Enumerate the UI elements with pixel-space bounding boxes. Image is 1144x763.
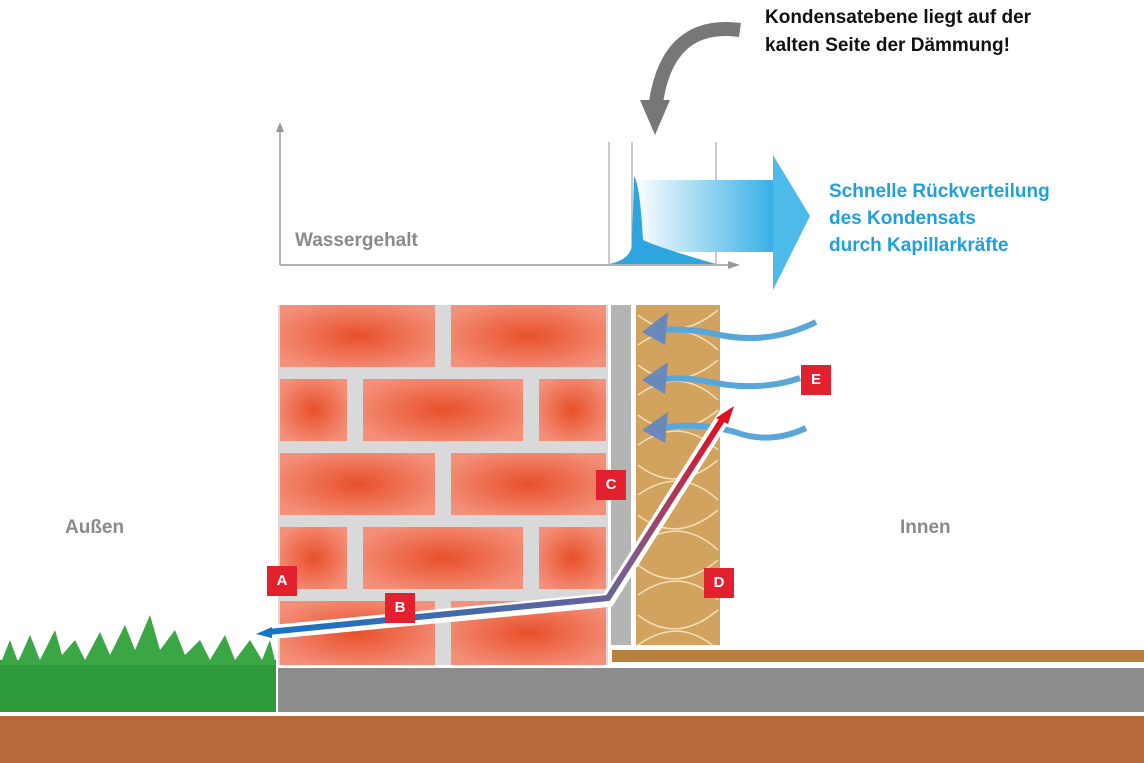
inside-label: Innen xyxy=(900,517,951,538)
vapour-arrows xyxy=(659,319,818,441)
water-content-curve xyxy=(609,176,716,264)
redistribution-line-3: durch Kapillarkräfte xyxy=(829,235,1009,256)
graph-y-label: Wassergehalt xyxy=(295,230,418,251)
redistribution-line-2: des Kondensats xyxy=(829,208,976,229)
curved-arrow-icon xyxy=(648,22,741,111)
condensation-plane-note: Kondensatebene liegt auf der kalten Seit… xyxy=(765,4,1031,60)
marker-c: C xyxy=(596,470,626,500)
redistribution-note: Schnelle Rückverteilung des Kondensats d… xyxy=(829,178,1050,259)
marker-e: E xyxy=(801,365,831,395)
note-line-1: Kondensatebene liegt auf der xyxy=(765,7,1032,28)
floor-screed xyxy=(612,650,1144,662)
water-content-graph xyxy=(276,122,810,290)
marker-d: D xyxy=(704,568,734,598)
note-line-2: kalten Seite der Dämmung! xyxy=(765,35,1010,56)
marker-b: B xyxy=(385,593,415,623)
redistribution-arrow xyxy=(634,180,775,252)
grass xyxy=(0,615,276,712)
redistribution-line-1: Schnelle Rückverteilung xyxy=(829,181,1050,202)
marker-a: A xyxy=(267,566,297,596)
concrete-slab xyxy=(278,668,1144,712)
outside-label: Außen xyxy=(65,517,125,538)
moisture-path-arrow xyxy=(267,418,725,635)
soil xyxy=(0,716,1144,763)
